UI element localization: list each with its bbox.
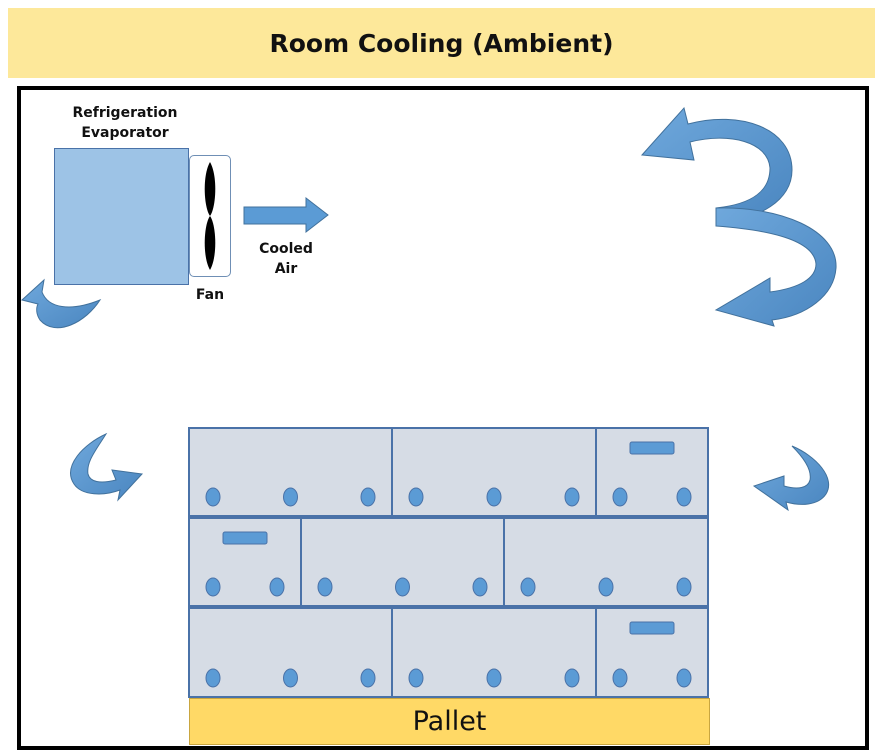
- title-bar: Room Cooling (Ambient): [8, 8, 875, 78]
- curved-arrow-icon: [70, 432, 144, 502]
- box-vent-hole: [205, 668, 221, 688]
- product-box: [188, 517, 302, 607]
- cold-room-outline: [17, 86, 869, 750]
- box-vent-hole: [360, 487, 376, 507]
- fan-housing: [189, 155, 231, 277]
- box-vent-hole: [612, 487, 628, 507]
- box-vent-hole: [564, 668, 580, 688]
- pallet-label: Pallet: [412, 706, 487, 737]
- box-vent-hole: [564, 487, 580, 507]
- box-vent-hole: [598, 577, 614, 597]
- product-boxes: [188, 427, 709, 698]
- box-handle-slot: [629, 621, 675, 635]
- box-vent-hole: [612, 668, 628, 688]
- page-title: Room Cooling (Ambient): [269, 28, 614, 58]
- straight-arrow-icon: [243, 196, 329, 234]
- fan-label: Fan: [195, 287, 225, 303]
- box-vent-hole: [520, 577, 536, 597]
- box-vent-hole: [360, 668, 376, 688]
- box-vent-hole: [283, 668, 298, 688]
- box-vent-hole: [205, 487, 221, 507]
- curved-arrow-icon: [640, 106, 793, 223]
- box-vent-hole: [486, 487, 502, 507]
- pallet: Pallet: [189, 698, 710, 745]
- box-handle-slot: [629, 441, 675, 455]
- cooled-air-label-line1: Cooled: [259, 241, 313, 257]
- box-vent-hole: [205, 577, 221, 597]
- evaporator-label: Refrigeration Evaporator: [60, 103, 190, 143]
- box-vent-hole: [408, 487, 424, 507]
- box-vent-hole: [486, 668, 502, 688]
- evaporator-label-line2: Evaporator: [81, 125, 169, 141]
- box-vent-hole: [283, 487, 298, 507]
- box-handle-slot: [222, 531, 268, 545]
- product-box: [595, 427, 709, 517]
- box-vent-hole: [676, 487, 692, 507]
- curved-arrow-icon: [20, 278, 102, 329]
- curved-arrow-icon: [714, 207, 837, 327]
- box-vent-hole: [395, 577, 410, 597]
- box-vent-hole: [676, 668, 692, 688]
- product-box: [595, 607, 709, 698]
- refrigeration-evaporator: [54, 148, 189, 285]
- cooled-air-label: Cooled Air: [246, 239, 326, 279]
- box-vent-hole: [676, 577, 692, 597]
- cooled-air-label-line2: Air: [274, 261, 298, 277]
- box-vent-hole: [317, 577, 333, 597]
- box-vent-hole: [408, 668, 424, 688]
- box-vent-hole: [472, 577, 488, 597]
- fan-blade-icon: [204, 162, 216, 270]
- box-vent-hole: [269, 577, 285, 597]
- curved-arrow-icon: [752, 445, 830, 512]
- evaporator-label-line1: Refrigeration: [72, 105, 178, 121]
